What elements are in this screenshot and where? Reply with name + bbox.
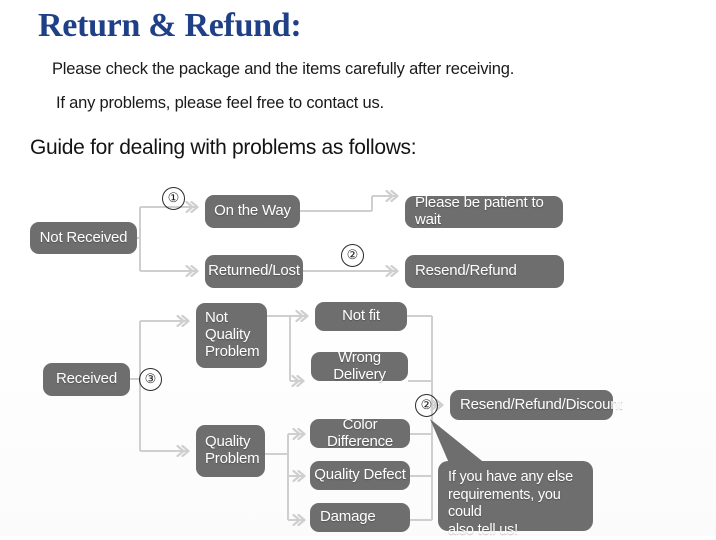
node-not-fit[interactable]: Not fit [315,302,407,331]
node-not-quality-problem[interactable]: Not Quality Problem [196,303,267,368]
node-not-quality-problem-line-1: Not [205,309,228,327]
step-number-1: ① [162,187,185,210]
step-number-2-top: ② [341,244,364,267]
callout-line-1: If you have any else [448,469,573,485]
node-quality-problem[interactable]: Quality Problem [196,425,265,477]
node-quality-problem-line-1: Quality [205,433,251,451]
node-not-quality-problem-line-2: Quality [205,326,251,344]
callout-line-2: requirements, you could [448,486,561,521]
node-resend-refund-discount[interactable]: Resend/Refund/Discount [450,390,623,420]
callout-bubble: If you have any else requirements, you c… [438,461,593,538]
node-wrong-delivery[interactable]: Wrong Delivery [311,349,408,382]
flowchart-connectors [130,176,716,536]
node-damage[interactable]: Damage [310,503,410,532]
node-quality-defect[interactable]: Quality Defect [310,461,410,490]
node-on-the-way[interactable]: On the Way [205,195,300,228]
node-color-difference[interactable]: Color Difference [310,416,410,449]
step-number-2-bottom: ② [415,394,438,417]
node-received[interactable]: Received [43,363,130,396]
node-resend-refund[interactable]: Resend/Refund [405,255,564,288]
step-number-3: ③ [139,368,162,391]
node-not-received[interactable]: Not Received [30,222,137,254]
node-quality-problem-line-2: Problem [205,450,260,467]
node-please-be-patient[interactable]: Please be patient to wait [405,194,563,228]
guide-heading: Guide for dealing with problems as follo… [30,136,417,159]
node-not-quality-problem-line-3: Problem [205,342,260,360]
node-received-label: Received [56,370,117,388]
intro-line-1: Please check the package and the items c… [52,60,515,78]
node-returned-lost[interactable]: Returned/Lost [205,255,303,288]
callout-line-3: also tell us! [448,522,518,539]
page-title: Return & Refund: [38,7,302,44]
intro-line-2: If any problems, please feel free to con… [56,94,384,112]
